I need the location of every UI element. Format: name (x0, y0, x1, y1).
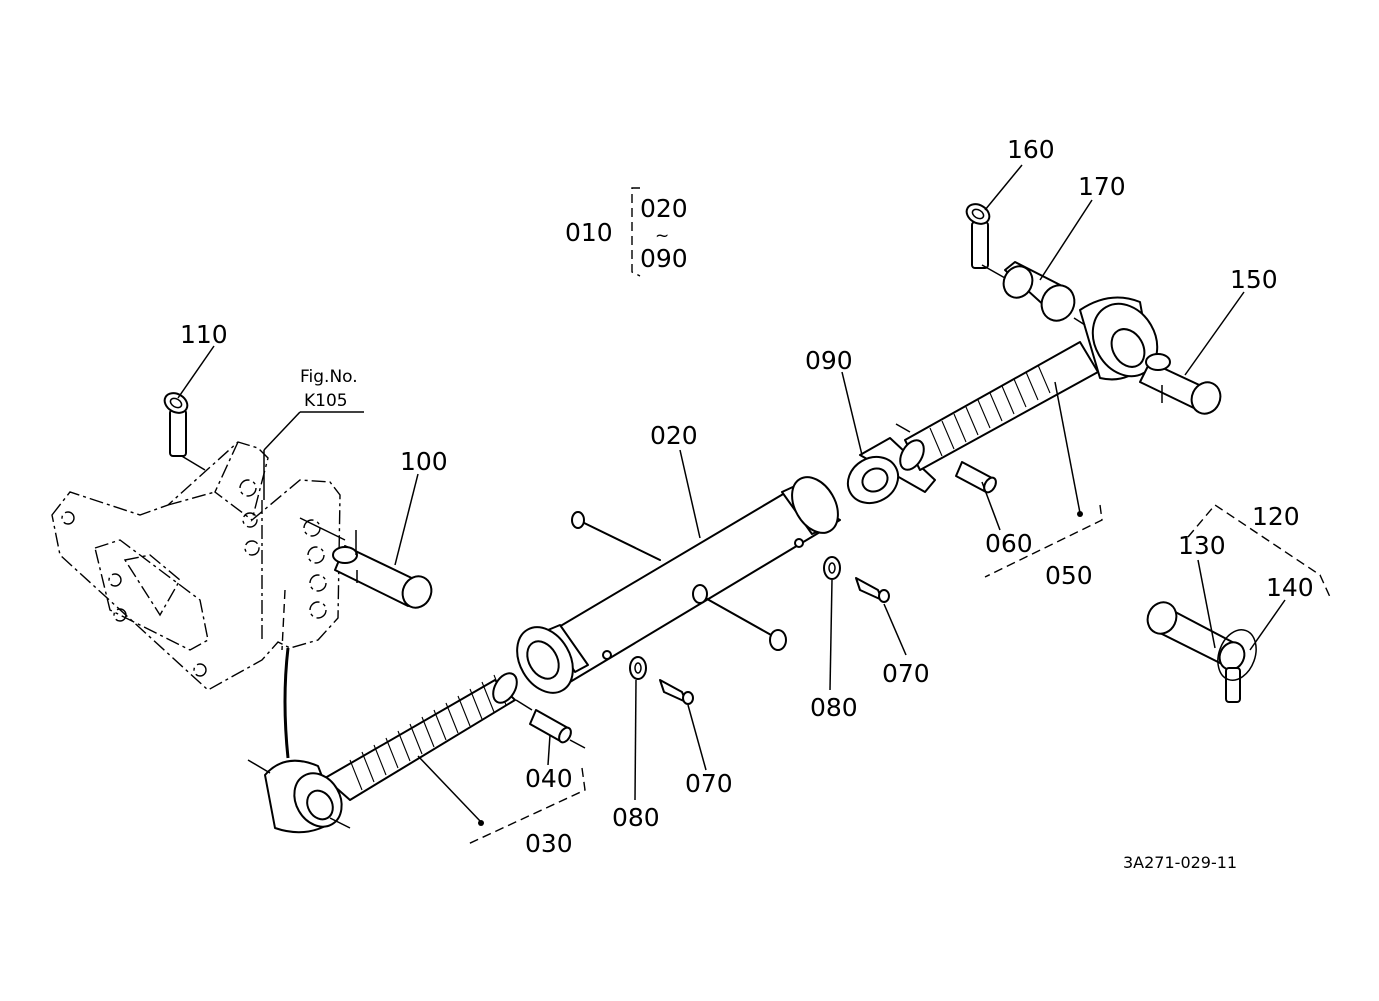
nut-090 (846, 437, 936, 505)
pin-100 (299, 517, 433, 609)
bracket-pin-hole-line (281, 589, 286, 651)
label-170: 170 (1078, 172, 1126, 201)
turnbuckle-body-020 (516, 476, 841, 694)
label-010-range-mark: ~ (655, 226, 669, 246)
label-130: 130 (1178, 531, 1226, 560)
label-030: 030 (525, 829, 573, 858)
figure-ref-line1: Fig.No. (300, 367, 358, 387)
pin-160 (965, 203, 1006, 279)
rod-end-030 (247, 672, 518, 834)
label-060: 060 (985, 529, 1033, 558)
label-070-right: 070 (882, 659, 930, 688)
bushing-170 (1002, 261, 1076, 322)
point-030 (478, 820, 484, 826)
spring-pin-060 (955, 461, 997, 494)
grease-nipple-070-left (659, 679, 694, 705)
pin-110 (163, 392, 206, 471)
bracket-010 (631, 187, 641, 277)
thread-left (349, 674, 507, 791)
label-010-range-start: 020 (640, 194, 688, 223)
lynch-pin-140 (1217, 629, 1257, 703)
label-080-left: 080 (612, 803, 660, 832)
washer-080-right (823, 556, 841, 580)
leader-lines (177, 164, 1286, 823)
label-040: 040 (525, 764, 573, 793)
label-100: 100 (400, 447, 448, 476)
label-050: 050 (1045, 561, 1093, 590)
pin-130 (1146, 601, 1246, 671)
pin-150 (1139, 353, 1222, 415)
label-160: 160 (1007, 135, 1055, 164)
bracket-050 (984, 504, 1103, 578)
label-150: 150 (1230, 265, 1278, 294)
grease-nipple-070-right (855, 577, 890, 603)
washer-080-left (629, 656, 647, 680)
label-010-range-end: 090 (640, 244, 688, 273)
assembly-center-line (283, 647, 290, 759)
spring-pin-040 (515, 699, 586, 749)
label-110: 110 (180, 320, 228, 349)
bracket-120 (1187, 504, 1331, 598)
label-070-left: 070 (685, 769, 733, 798)
label-120: 120 (1252, 502, 1300, 531)
label-010: 010 (565, 218, 613, 247)
point-050 (1077, 511, 1083, 517)
label-090: 090 (805, 346, 853, 375)
thread-right (929, 364, 1051, 457)
label-140: 140 (1266, 573, 1314, 602)
label-080-right: 080 (810, 693, 858, 722)
label-020: 020 (650, 421, 698, 450)
mounting-bracket (51, 441, 341, 691)
bracket-030 (465, 767, 586, 846)
figure-ref-line2: K105 (304, 391, 348, 411)
drawing-code: 3A271-029-11 (1123, 853, 1237, 872)
rod-end-050 (895, 296, 1159, 471)
